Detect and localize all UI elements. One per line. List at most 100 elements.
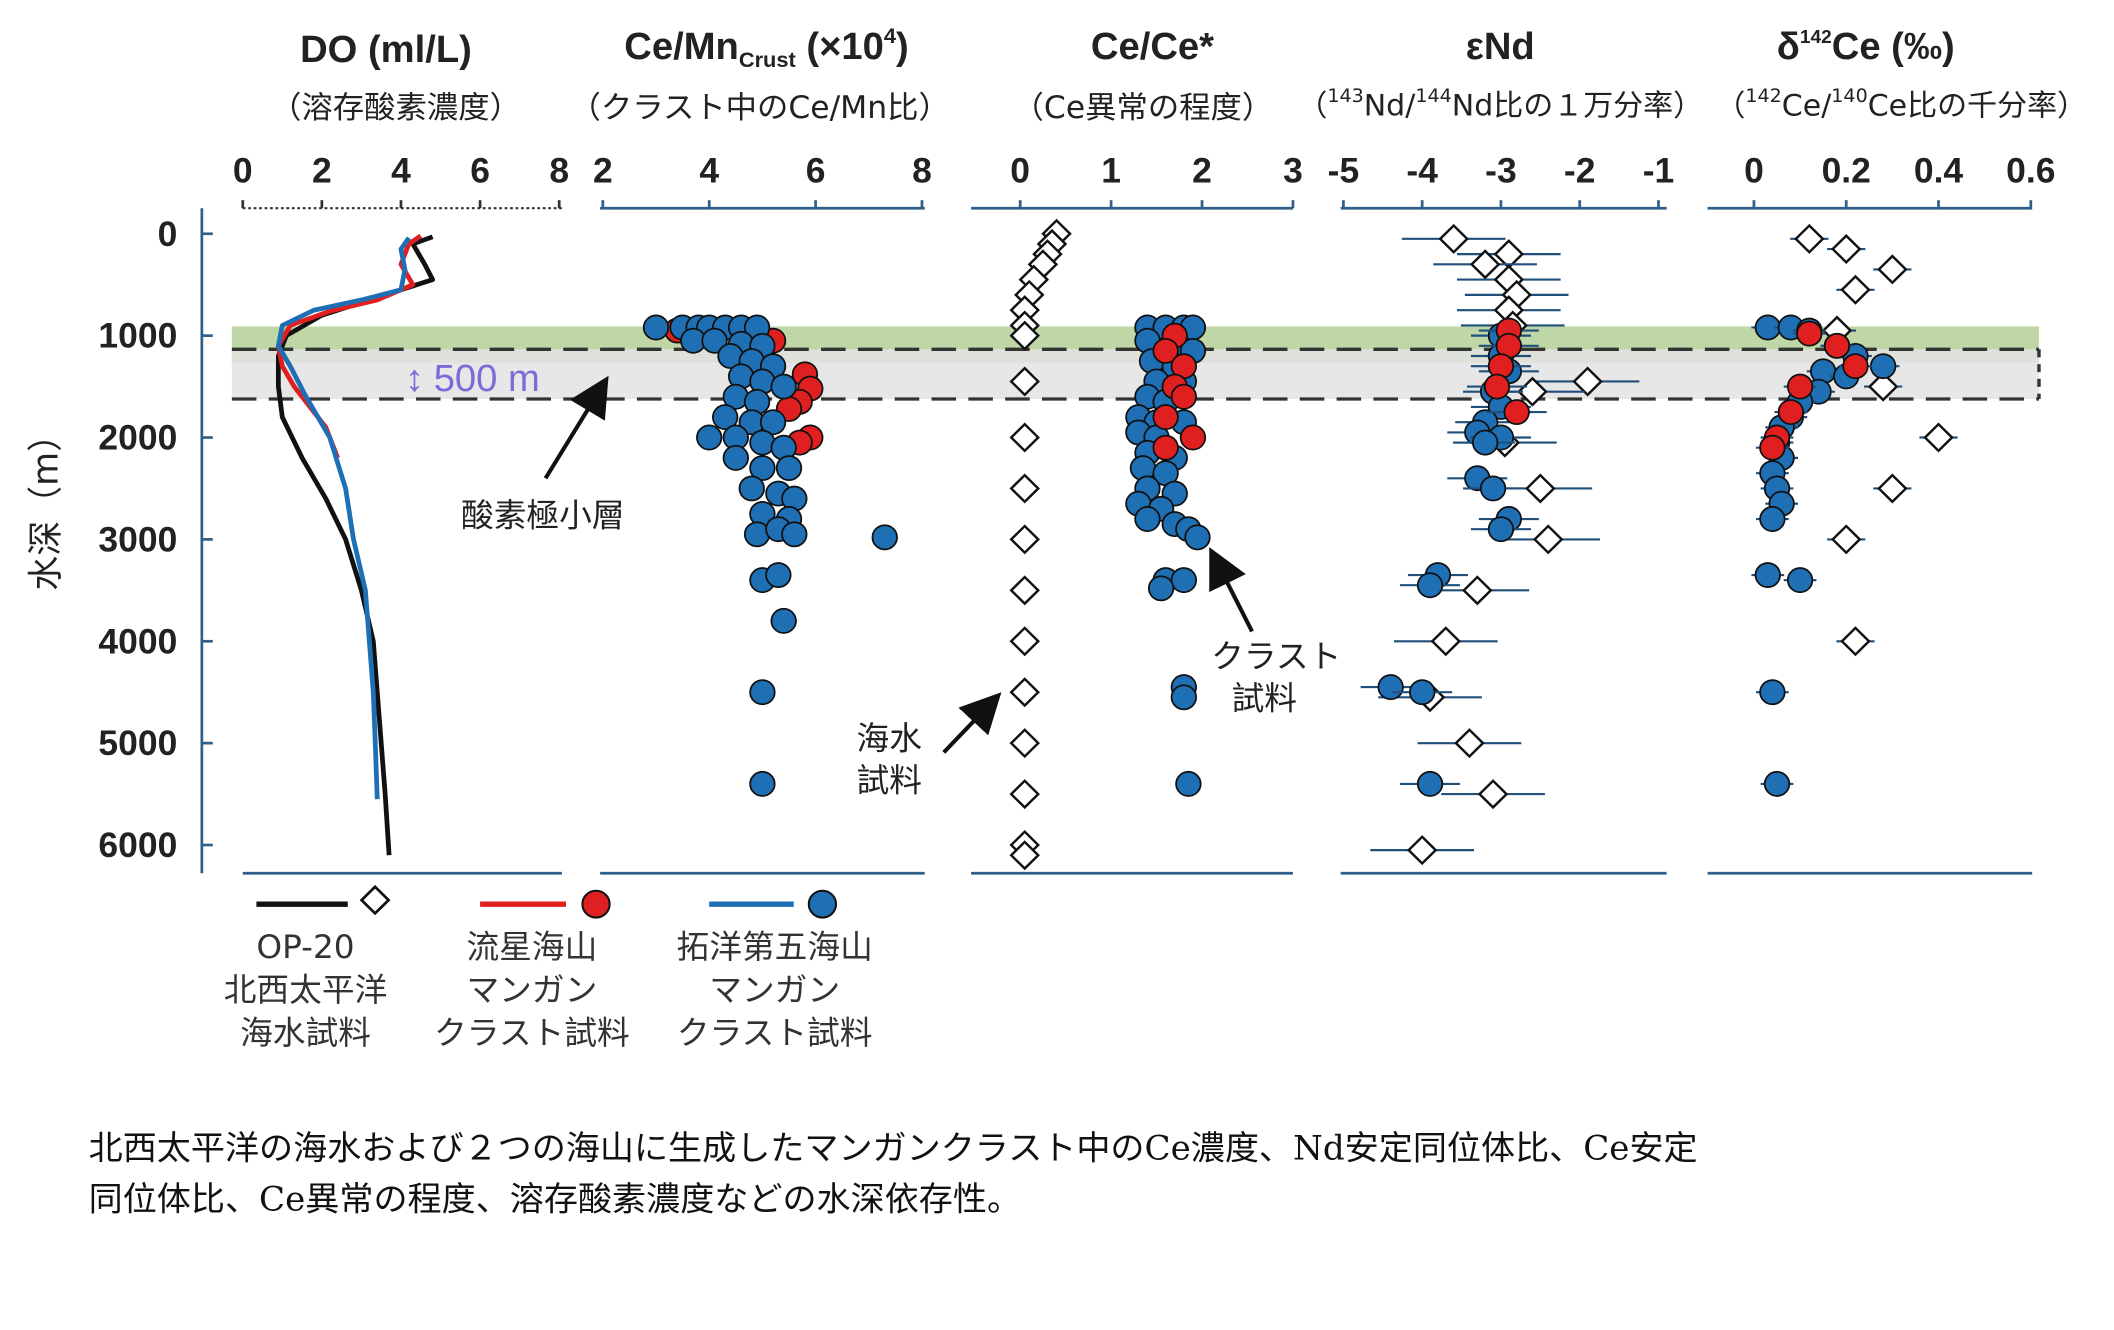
y-tick-label: 0: [158, 215, 178, 254]
seawater-diamond-marker: [1009, 295, 1040, 326]
ryusei-crust-marker: [1823, 332, 1851, 359]
y-tick-label: 5000: [98, 724, 177, 763]
x-tick-label: 2: [593, 152, 613, 191]
chart-marks: [275, 218, 1958, 871]
takuyo-crust-marker: [1416, 572, 1444, 599]
legend-marker-takuyo: [807, 889, 838, 919]
ryusei-crust-marker: [1152, 434, 1179, 461]
ryusei-crust-marker: [1796, 320, 1823, 347]
takuyo-crust-marker: [781, 521, 808, 548]
ryusei-crust-marker: [1152, 404, 1179, 431]
takuyo-crust-marker: [765, 562, 792, 589]
takuyo-crust-marker: [1759, 679, 1786, 706]
omz-label: 酸素極小層: [461, 497, 625, 535]
takuyo-crust-marker: [1416, 770, 1444, 797]
seawater-diamond-marker: [1430, 626, 1462, 657]
seawater-diamond-marker: [1009, 626, 1040, 657]
y-tick-label: 6000: [98, 826, 177, 865]
seawater-diamond-marker: [1009, 473, 1040, 504]
seawater-diamond-marker: [1572, 366, 1603, 397]
takuyo-crust-marker: [1175, 770, 1202, 797]
legend: OP-20 北西太平洋 海水試料 流星海山 マンガン クラスト試料 拓洋第五海山…: [224, 884, 873, 1052]
takuyo-crust-marker: [1170, 567, 1198, 594]
takuyo-crust-marker: [722, 444, 749, 471]
seawater-diamond-marker: [1493, 239, 1525, 270]
x-tick-label: 8: [549, 152, 569, 191]
y-tick-label: 1000: [98, 317, 177, 356]
band-annotation: ↕ 500 m: [405, 358, 540, 400]
takuyo-crust-marker: [1754, 562, 1781, 589]
ryusei-crust-marker: [1483, 373, 1511, 400]
seawater-diamond-marker: [1830, 524, 1862, 555]
seawater-diamond-marker: [1867, 371, 1899, 402]
legend-marker-op20: [359, 884, 391, 916]
panel-title-ceanom: Ce/Ce*: [1091, 26, 1214, 68]
ryusei-crust-marker: [1786, 373, 1814, 400]
x-tick-label: 4: [699, 152, 719, 191]
takuyo-crust-marker: [1786, 567, 1814, 594]
y-tick-label: 3000: [98, 521, 177, 560]
seawater-diamond-marker: [1406, 835, 1438, 866]
seawater-diamond-marker: [1877, 473, 1908, 504]
legend-ryusei-line2: マンガン: [466, 971, 597, 1009]
takuyo-crust-marker: [1759, 506, 1786, 532]
takuyo-crust-marker: [1147, 575, 1175, 602]
ryusei-crust-marker: [1503, 399, 1530, 426]
panel-subtitle-end: （143Nd/144Nd比の１万分率）: [1297, 85, 1703, 123]
seawater-diamond-marker: [1794, 223, 1825, 254]
do-profile-line: [275, 236, 411, 800]
x-tick-label: 0.2: [1822, 152, 1871, 191]
legend-takuyo-line1: 拓洋第五海山: [677, 928, 873, 966]
legend-takuyo-line3: クラスト試料: [677, 1014, 873, 1052]
seawater-diamond-marker: [1532, 524, 1564, 555]
x-tick-label: 3: [1283, 152, 1303, 191]
omz-arrow: [543, 375, 609, 480]
takuyo-crust-marker: [1869, 353, 1897, 380]
seawater-diamond-marker: [1462, 575, 1493, 606]
takuyo-crust-marker: [738, 475, 765, 502]
legend-marker-ryusei: [581, 889, 611, 919]
x-tick-label: -3: [1485, 152, 1517, 191]
ryusei-crust-marker: [1152, 337, 1179, 364]
crust-label-1: クラスト: [1211, 638, 1341, 676]
x-tick-label: -5: [1328, 152, 1360, 191]
x-tick-label: 0: [1010, 152, 1030, 191]
x-tick-label: 1: [1101, 152, 1121, 191]
seawater-diamond-marker: [1009, 320, 1040, 351]
takuyo-crust-marker: [775, 455, 803, 482]
ryusei-crust-marker: [1777, 399, 1805, 426]
band-arrow-glyph: ↕: [405, 358, 424, 400]
takuyo-crust-marker: [1170, 684, 1198, 711]
x-tick-label: -4: [1406, 152, 1438, 191]
takuyo-crust-marker: [770, 607, 797, 634]
takuyo-crust-marker: [749, 770, 776, 797]
x-tick-label: 2: [1192, 152, 1212, 191]
x-tick-label: 6: [470, 152, 490, 191]
legend-op20-line1: OP-20: [256, 928, 354, 966]
takuyo-crust-marker: [1409, 679, 1436, 706]
x-tick-label: -2: [1564, 152, 1596, 191]
seawater-diamond-marker: [1009, 575, 1040, 606]
seawater-arrow: [942, 692, 1002, 754]
caption: 北西太平洋の海水および２つの海山に生成したマンガンクラスト中のCe濃度、Nd安定…: [89, 1129, 1698, 1219]
seawater-diamond-marker: [1009, 728, 1040, 759]
x-tick-label: 4: [391, 152, 411, 191]
panel-title-d142ce: δ142Ce (‰): [1777, 26, 1955, 68]
do-profile-line: [275, 234, 436, 856]
panel-subtitle-do: （溶存酸素濃度）: [270, 90, 521, 126]
takuyo-crust-marker: [749, 679, 776, 706]
panel-titles: DO (ml/L) （溶存酸素濃度） Ce/MnCrust (×104) （クラ…: [270, 23, 2087, 126]
seawater-diamond-marker: [1009, 779, 1040, 810]
takuyo-crust-marker: [749, 455, 776, 482]
seawater-diamond-marker: [1525, 473, 1556, 504]
seawater-diamond-marker: [1923, 422, 1954, 453]
ryusei-crust-marker: [1842, 353, 1869, 380]
crust-arrow: [1209, 547, 1254, 633]
seawater-diamond-marker: [1009, 840, 1040, 871]
seawater-label-2: 試料: [857, 762, 922, 800]
ryusei-crust-marker: [1170, 383, 1198, 410]
panel-title-do: DO (ml/L): [300, 29, 472, 71]
takuyo-crust-marker: [1763, 770, 1791, 797]
